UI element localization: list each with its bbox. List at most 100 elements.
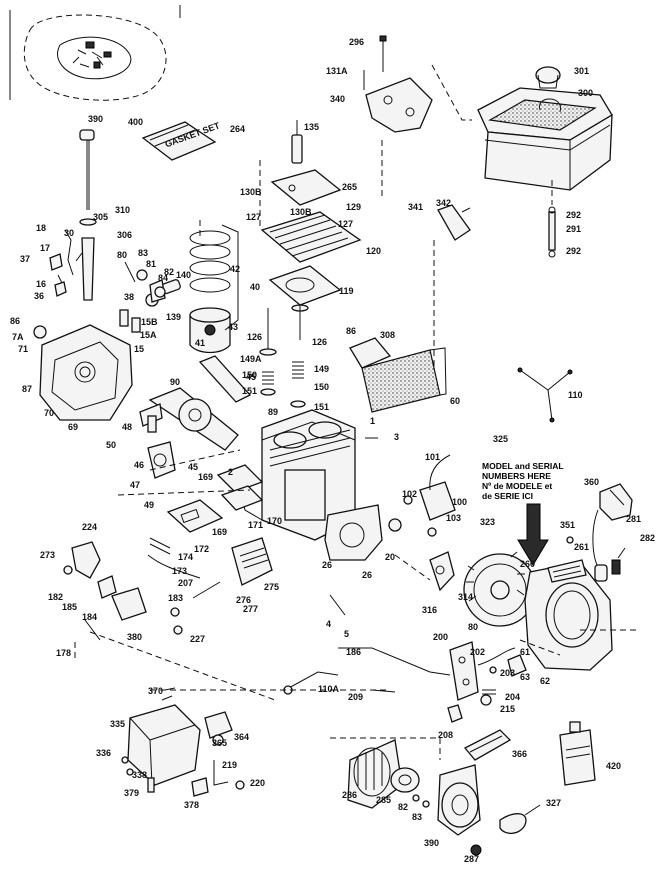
part-label-327: 327 bbox=[546, 798, 561, 808]
part-label-296: 296 bbox=[349, 37, 364, 47]
part-label-151: 151 bbox=[242, 386, 257, 396]
part-label-127b: 127 bbox=[338, 219, 353, 229]
control-bracket-60 bbox=[349, 204, 471, 413]
part-label-173: 173 bbox=[172, 566, 187, 576]
dipstick-assembly bbox=[79, 129, 97, 301]
part-label-291: 291 bbox=[566, 224, 581, 234]
part-label-120: 120 bbox=[366, 246, 381, 256]
part-label-100: 100 bbox=[452, 497, 467, 507]
part-label-71: 71 bbox=[18, 344, 28, 354]
part-label-208: 208 bbox=[438, 730, 453, 740]
part-label-224: 224 bbox=[82, 522, 97, 532]
part-label-219: 219 bbox=[222, 760, 237, 770]
part-label-366: 366 bbox=[512, 749, 527, 759]
part-label-264: 264 bbox=[230, 124, 245, 134]
bracket-340 bbox=[363, 35, 433, 133]
part-label-300: 300 bbox=[578, 88, 593, 98]
crankcase-cover bbox=[33, 229, 133, 421]
part-label-40: 40 bbox=[250, 282, 260, 292]
part-label-149: 149 bbox=[314, 364, 329, 374]
part-label-83: 83 bbox=[138, 248, 148, 258]
part-label-127: 127 bbox=[246, 212, 261, 222]
part-label-273: 273 bbox=[40, 550, 55, 560]
part-label-41: 41 bbox=[195, 338, 205, 348]
part-label-172: 172 bbox=[194, 544, 209, 554]
part-label-30: 30 bbox=[64, 228, 74, 238]
part-label-126: 126 bbox=[247, 332, 262, 342]
part-label-390t: 390 bbox=[88, 114, 103, 124]
part-label-292b: 292 bbox=[566, 246, 581, 256]
part-label-325: 325 bbox=[493, 434, 508, 444]
part-label-174: 174 bbox=[178, 552, 193, 562]
gasket-set-illustration bbox=[9, 5, 181, 101]
part-label-17: 17 bbox=[40, 243, 50, 253]
part-label-209: 209 bbox=[348, 692, 363, 702]
cylinder-head-assembly bbox=[260, 120, 362, 306]
part-label-150: 150 bbox=[242, 370, 257, 380]
part-label-314: 314 bbox=[458, 592, 473, 602]
part-label-86: 86 bbox=[10, 316, 20, 326]
part-label-281: 281 bbox=[626, 514, 641, 524]
part-label-48: 48 bbox=[122, 422, 132, 432]
part-label-276: 276 bbox=[236, 595, 251, 605]
part-label-169: 169 bbox=[198, 472, 213, 482]
part-label-18: 18 bbox=[36, 223, 46, 233]
part-label-50: 50 bbox=[106, 440, 116, 450]
part-label-110: 110 bbox=[568, 390, 583, 400]
part-label-351: 351 bbox=[560, 520, 575, 530]
part-label-4: 4 bbox=[326, 619, 331, 629]
part-label-170: 170 bbox=[267, 516, 282, 526]
part-label-203: 203 bbox=[500, 668, 515, 678]
part-label-135: 135 bbox=[304, 122, 319, 132]
part-label-184: 184 bbox=[82, 612, 97, 622]
part-label-84: 84 bbox=[158, 273, 168, 283]
fuel-tank-assembly bbox=[121, 687, 390, 797]
part-label-70: 70 bbox=[44, 408, 54, 418]
part-label-49: 49 bbox=[144, 500, 154, 510]
piston-rings-and-piston bbox=[145, 224, 239, 354]
crankshaft-and-rod bbox=[139, 355, 252, 479]
part-label-69: 69 bbox=[68, 422, 78, 432]
part-label-204: 204 bbox=[505, 692, 520, 702]
part-label-87: 87 bbox=[22, 384, 32, 394]
part-label-400: 400 bbox=[128, 117, 143, 127]
part-label-185: 185 bbox=[62, 602, 77, 612]
part-label-103: 103 bbox=[446, 513, 461, 523]
part-label-151b: 151 bbox=[314, 402, 329, 412]
part-label-89: 89 bbox=[268, 407, 278, 417]
part-label-285: 285 bbox=[376, 795, 391, 805]
part-label-200: 200 bbox=[433, 632, 448, 642]
part-label-149A: 149A bbox=[240, 354, 262, 364]
throttle-control-bracket bbox=[447, 641, 527, 723]
part-label-37: 37 bbox=[20, 254, 30, 264]
part-label-15A: 15A bbox=[140, 330, 157, 340]
part-label-227: 227 bbox=[190, 634, 205, 644]
part-label-310: 310 bbox=[115, 205, 130, 215]
part-label-20: 20 bbox=[385, 552, 395, 562]
part-label-370: 370 bbox=[148, 686, 163, 696]
part-label-420: 420 bbox=[606, 761, 621, 771]
part-label-178: 178 bbox=[56, 648, 71, 658]
part-label-275: 275 bbox=[264, 582, 279, 592]
part-label-45b: 45 bbox=[188, 462, 198, 472]
part-label-82b: 82 bbox=[398, 802, 408, 812]
note-line-4: de SERIE ICI bbox=[482, 491, 533, 501]
part-label-338: 338 bbox=[132, 770, 147, 780]
part-label-130B2: 130B bbox=[290, 207, 312, 217]
throttle-linkage bbox=[283, 647, 451, 695]
part-label-335: 335 bbox=[110, 719, 125, 729]
governor-linkage bbox=[63, 541, 183, 641]
part-label-365: 365 bbox=[212, 738, 227, 748]
part-label-36: 36 bbox=[34, 291, 44, 301]
part-label-323: 323 bbox=[480, 517, 495, 527]
part-label-130B: 130B bbox=[240, 187, 262, 197]
part-label-102: 102 bbox=[402, 489, 417, 499]
muffler-and-gaskets bbox=[147, 464, 273, 599]
part-label-131A: 131A bbox=[326, 66, 348, 76]
part-label-126b: 126 bbox=[312, 337, 327, 347]
part-label-182: 182 bbox=[48, 592, 63, 602]
part-label-186: 186 bbox=[346, 647, 361, 657]
part-label-60: 60 bbox=[450, 396, 460, 406]
